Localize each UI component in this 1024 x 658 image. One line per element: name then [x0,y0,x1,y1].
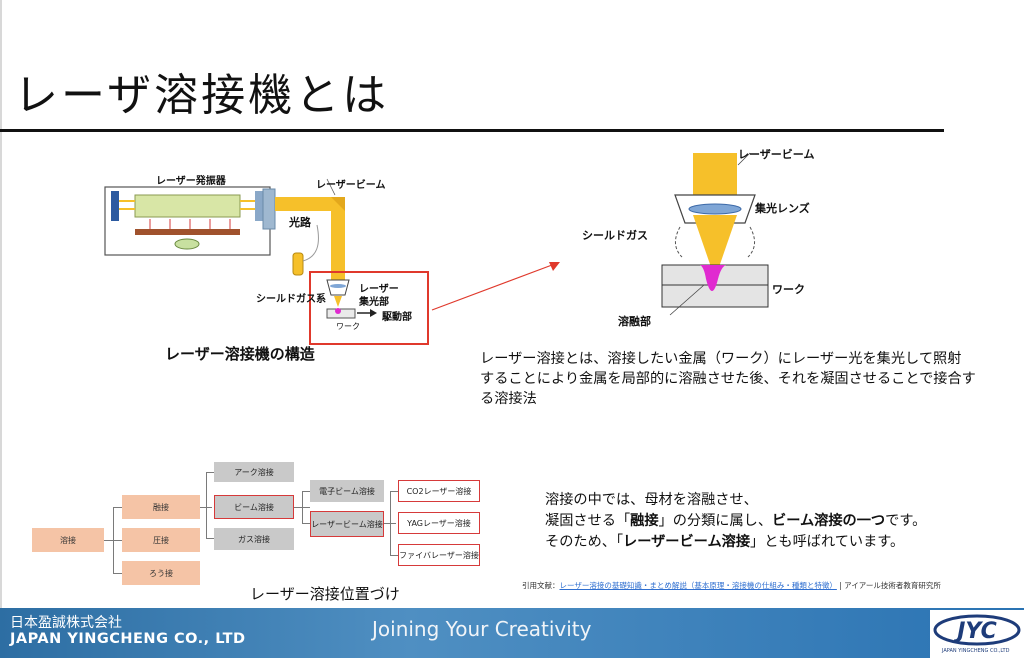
company-logo: JYC [930,610,1024,658]
citation: 引用文献：レーザー溶接の基礎知識・まとめ解説（基本原理・溶接機の仕組み・種類と特… [522,581,941,590]
citation-link[interactable]: レーザー溶接の基礎知識・まとめ解説（基本原理・溶接機の仕組み・種類と特徴） [559,581,837,590]
structure-caption: レーザー溶接機の構造 [165,345,315,363]
slogan: Joining Your Creativity [372,617,592,641]
work-label: ワーク [336,322,360,331]
tree-beam: ビーム溶接 [214,495,294,519]
tree-fiber: ファイバレーザー溶接 [398,544,480,566]
explanation-line: 溶接の中では、母材を溶融させ、 [545,492,758,508]
tree-root: 溶接 [32,528,104,552]
optical-path-label: 光路 [289,216,311,229]
tree-arc: アーク溶接 [214,462,294,482]
description-line: レーザー溶接とは、溶接したい金属（ワーク）にレーザー光を集光して照射 [480,351,962,367]
description-line: る溶接法 [480,391,537,407]
page-title: レーザ溶接機とは [14,70,390,121]
tree-gas: ガス溶接 [214,528,294,550]
lens-label: 集光レンズ [755,202,810,215]
logo-subtext: JAPAN YINGCHENG CO.,LTD [942,648,1010,654]
focus-beam-label: レーザービーム [738,148,815,161]
shield-gas-label: シールドガス [582,229,648,242]
tree-yag: YAGレーザー溶接 [398,512,480,534]
title-underline [0,129,944,132]
description-line: することにより金属を局部的に溶融させた後、それを凝固させることで接合す [480,371,976,387]
explanation-line: 凝固させる「融接」の分類に属し、ビーム溶接の一つです。 [545,513,927,529]
gas-system-label: シールドガス系 [256,294,326,305]
tree-co2: CO2レーザー溶接 [398,480,480,502]
laser-beam-emphasis: レーザービーム溶接 [623,534,751,550]
explanation-line: そのため、「レーザービーム溶接」とも呼ばれています。 [545,534,905,550]
slide-edge-line [0,0,2,614]
tree-pressure: 圧接 [122,528,200,552]
tree-laser-beam: レーザービーム溶接 [310,511,384,537]
description-paragraph: レーザー溶接とは、溶接したい金属（ワーク）にレーザー光を集光して照射 することに… [480,349,976,409]
fusion-emphasis: 融接 [630,513,659,529]
drive-label: 駆動部 [382,312,412,323]
laser-focus-diagram [661,152,769,316]
logo-text: JYC [953,619,996,644]
melt-zone-label: 溶融部 [618,315,651,328]
company-name-jp: 日本盈誠株式会社 [10,615,122,631]
explanation-paragraph: 溶接の中では、母材を溶融させ、 凝固させる「融接」の分類に属し、ビーム溶接の一つ… [545,490,926,553]
focus-label-line2: 集光部 [359,297,389,308]
tree-brazing: ろう接 [122,561,200,585]
tree-fusion: 融接 [122,495,200,519]
focus-label-line1: レーザー [359,284,399,295]
laser-machine-structure-diagram [104,178,429,345]
focus-work-label: ワーク [772,283,805,296]
footer-bar [0,608,1024,658]
company-name-en: JAPAN YINGCHENG CO., LTD [10,631,246,647]
jyc-logo-icon: JYC [933,614,1021,646]
oscillator-label: レーザー発振器 [156,176,226,187]
beam-emphasis: ビーム溶接の一つ [772,513,886,529]
tree-electron-beam: 電子ビーム溶接 [310,480,384,502]
zoom-arrow [431,262,560,311]
classification-caption: レーザー溶接位置づけ [250,585,400,603]
beam-label: レーザービーム [316,180,386,191]
